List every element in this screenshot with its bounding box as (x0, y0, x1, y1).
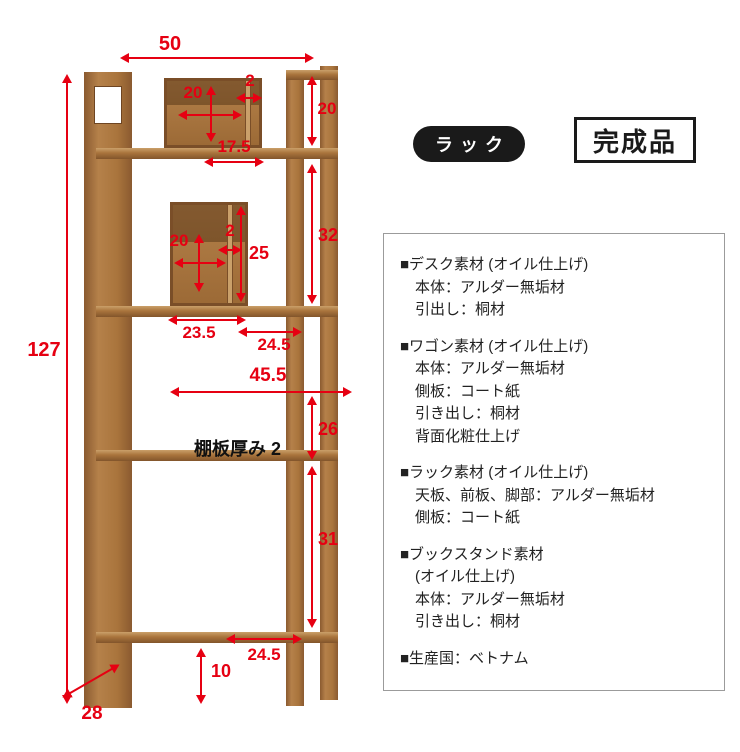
dim-label-section4-height: 31 (317, 529, 339, 549)
rack-left-frame-hole (94, 86, 122, 124)
rack-badge: ラック (413, 126, 525, 162)
spec-line: 天板、前板、脚部：アルダー無垢材 (415, 486, 655, 504)
spec-line: 本体：アルダー無垢材 (415, 278, 565, 296)
dim-arrow-shelf2-depth (238, 327, 302, 337)
rack-shelf-4 (96, 632, 320, 643)
spec-section-title: ■ラック素材 (オイル仕上げ) (400, 464, 589, 481)
spec-line: 引出し：桐材 (415, 301, 506, 318)
dim-label-box-divider: 2 (225, 221, 235, 240)
dim-label-bottom-clearance: 10 (210, 661, 232, 681)
dim-arrow-section4-height (307, 466, 317, 628)
rack-shelf-2 (96, 306, 320, 317)
dim-label-section3-height: 26 (317, 419, 339, 439)
dim-arrow-box-inner-width (174, 258, 226, 268)
dim-label-box-inner-height: 25 (248, 243, 270, 263)
dim-arrow-bottom-clearance (196, 648, 206, 704)
rack-right-front-leg (286, 70, 304, 706)
dim-arrow-bookstand-inner-height (206, 86, 216, 142)
spec-line: 背面化粧仕上げ (415, 427, 521, 445)
rack-shelf-1 (96, 148, 320, 159)
dim-arrow-section2-height (307, 164, 317, 304)
second-shelf-box-interior (173, 205, 245, 243)
material-spec-box: ■デスク素材 (オイル仕上げ) 本体：アルダー無垢材 引出し：桐材 ■ワゴン素材… (383, 233, 725, 691)
dim-label-box-width: 23.5 (182, 323, 216, 342)
spec-section-title: ■ブックスタンド素材 (400, 545, 544, 563)
dim-arrow-section3-height (307, 396, 317, 460)
spec-line: 側板：コート紙 (415, 509, 521, 526)
dim-label-bookstand-depth: 17.5 (217, 137, 251, 156)
dim-label-box-inner-width: 20 (169, 231, 189, 250)
dim-label-top-section-height: 20 (317, 99, 337, 118)
spec-section-bookstand: ■ブックスタンド素材 (オイル仕上げ) 本体：アルダー無垢材 引き出し：桐材 (400, 544, 708, 634)
dim-label-bottom-shelf-depth: 24.5 (247, 645, 281, 664)
dim-label-inner-width: 45.5 (249, 365, 287, 386)
dim-label-height: 127 (27, 339, 61, 361)
dim-arrow-bottom-shelf-depth (226, 634, 302, 644)
spec-section-wagon: ■ワゴン素材 (オイル仕上げ) 本体：アルダー無垢材 側板：コート紙 引き出し：… (400, 336, 708, 449)
rack-right-top-rail (286, 70, 338, 80)
dim-arrow-bookstand-depth (204, 157, 264, 167)
second-shelf-box-divider (228, 205, 232, 303)
spec-section-title: ■生産国：ベトナム (400, 649, 529, 667)
spec-section-origin: ■生産国：ベトナム (400, 648, 708, 671)
dim-arrow-box-divider (218, 245, 242, 255)
dim-label-bookstand-divider: 2 (245, 71, 255, 90)
dim-arrow-height (62, 74, 72, 704)
spec-section-desk: ■デスク素材 (オイル仕上げ) 本体：アルダー無垢材 引出し：桐材 (400, 254, 708, 322)
shelf-thickness-note: 棚板厚み 2 (194, 439, 282, 459)
dim-arrow-top-width (120, 53, 314, 63)
dim-arrow-top-section-height (307, 76, 317, 146)
dim-arrow-box-inner-width-cross (194, 234, 204, 292)
spec-line: 引き出し：桐材 (415, 405, 521, 422)
dim-label-top-width: 50 (158, 33, 182, 55)
spec-section-title: ■ワゴン素材 (オイル仕上げ) (400, 337, 589, 355)
dim-label-bookstand-inner-width: 20 (183, 83, 203, 102)
rack-left-frame (84, 72, 132, 708)
dim-arrow-bookstand-divider (236, 93, 262, 103)
spec-line: (オイル仕上げ) (415, 568, 515, 585)
spec-line: 本体：アルダー無垢材 (415, 360, 565, 377)
dim-label-shelf2-depth: 24.5 (257, 335, 291, 354)
spec-section-title: ■デスク素材 (オイル仕上げ) (400, 256, 589, 273)
dim-arrow-inner-width (170, 387, 352, 397)
spec-line: 側板：コート紙 (415, 382, 521, 400)
bookstand-box-divider (246, 81, 250, 145)
dim-label-depth: 28 (81, 703, 103, 724)
spec-line: 引き出し：桐材 (415, 613, 521, 630)
rack-shelf-3 (96, 450, 320, 461)
dim-arrow-box-width (168, 315, 246, 325)
dim-arrow-box-inner-height (236, 206, 246, 302)
finished-product-badge: 完成品 (574, 117, 696, 163)
dim-label-section2-height: 32 (317, 225, 339, 245)
spec-line: 本体：アルダー無垢材 (415, 590, 565, 608)
spec-section-rack: ■ラック素材 (オイル仕上げ) 天板、前板、脚部：アルダー無垢材 側板：コート紙 (400, 462, 708, 530)
rack-right-rear-leg (320, 66, 338, 700)
